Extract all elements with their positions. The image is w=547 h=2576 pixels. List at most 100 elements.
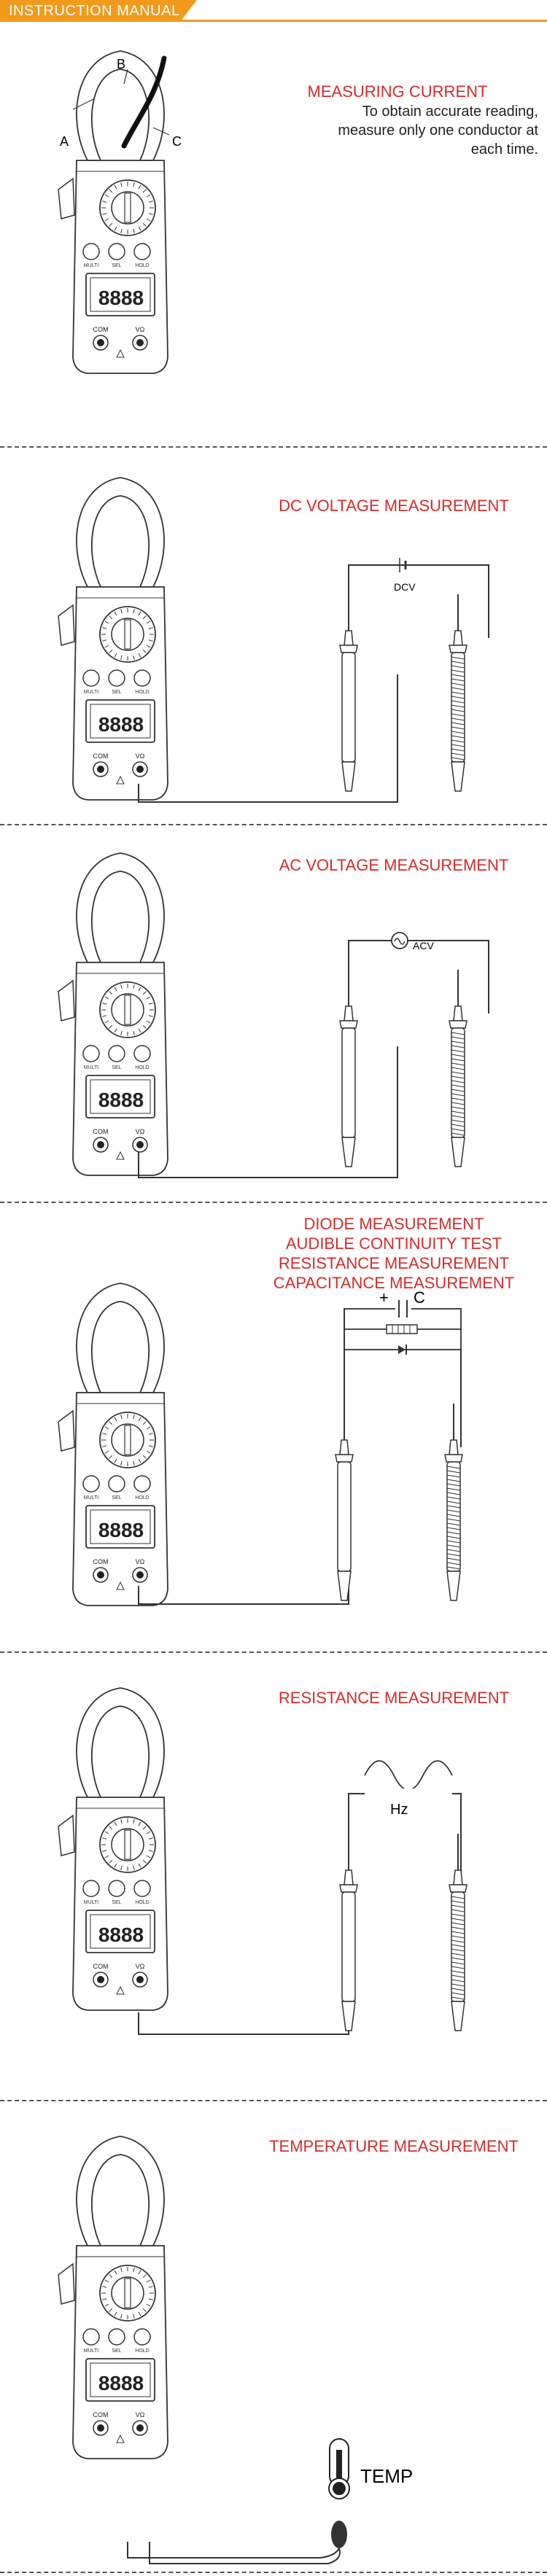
meter-button-label: HOLD: [135, 1900, 149, 1905]
meter-button-label: MULTI: [84, 1495, 99, 1501]
header-rule: [0, 20, 547, 22]
meter-button-label: HOLD: [135, 263, 149, 268]
header-tab: INSTRUCTION MANUAL: [0, 0, 197, 20]
section-divider: [0, 446, 547, 448]
meter-button: [108, 1475, 125, 1493]
meter-button-label: MULTI: [84, 1065, 99, 1070]
meter-button-label: SEL: [112, 1065, 121, 1070]
conductor-wire: [121, 55, 167, 149]
meter-button-label: HOLD: [135, 2349, 149, 2354]
section-title: MEASURING CURRENT: [307, 82, 488, 101]
meter-button-label: MULTI: [84, 2349, 99, 2354]
lcd-digits: 8888: [98, 1519, 144, 1541]
meter-button: [108, 243, 125, 260]
red-test-probe: [449, 1834, 468, 2031]
lcd-digits: 8888: [98, 1923, 144, 1946]
lcd-digits: 8888: [98, 2372, 144, 2394]
header-label: INSTRUCTION MANUAL: [9, 3, 180, 19]
waveform: [364, 1760, 453, 1791]
meter-button-label: SEL: [112, 1900, 121, 1905]
meter-button: [133, 243, 151, 260]
meter-button: [82, 2328, 100, 2346]
section-title-multi: DIODE MEASUREMENT AUDIBLE CONTINUITY TES…: [248, 1214, 540, 1293]
header-bar: INSTRUCTION MANUAL: [0, 0, 547, 22]
meter-button: [108, 669, 125, 687]
lcd-digits: 8888: [98, 1089, 144, 1111]
jack-label-v: VΩ: [136, 1558, 145, 1565]
section-divider: [0, 2100, 547, 2101]
component-label: ACV: [413, 940, 434, 952]
jack-label-com: COM: [93, 1558, 109, 1565]
section-title: AC VOLTAGE MEASUREMENT: [279, 856, 509, 874]
meter-button: [133, 2328, 151, 2346]
section-divider: [0, 1651, 547, 1653]
black-test-probe: [335, 1404, 354, 1601]
jack-label-com: COM: [93, 326, 109, 333]
label-b: B: [117, 57, 125, 71]
meter-button: [133, 1045, 151, 1062]
jack-label-v: VΩ: [136, 2411, 145, 2419]
jack-label-com: COM: [93, 752, 109, 760]
meter-button: [133, 1880, 151, 1897]
meter-button-label: MULTI: [84, 263, 99, 268]
title-line: AUDIBLE CONTINUITY TEST: [285, 1234, 503, 1253]
black-test-probe: [339, 594, 358, 792]
component-label: DCV: [394, 581, 416, 593]
jack-label-com: COM: [93, 2411, 109, 2419]
meter-button: [133, 669, 151, 687]
meter-button: [82, 1045, 100, 1062]
meter-button-label: MULTI: [84, 1900, 99, 1905]
title-line: RESISTANCE MEASUREMENT: [278, 1254, 510, 1272]
red-test-probe: [449, 970, 468, 1167]
meter-button: [82, 1880, 100, 1897]
section-divider: [0, 2572, 547, 2573]
meter-button: [133, 1475, 151, 1493]
note-line: measure only one conductor at: [338, 122, 538, 139]
black-test-probe: [339, 1834, 358, 2031]
component-label: TEMP: [360, 2465, 413, 2487]
black-test-probe: [339, 970, 358, 1167]
label-a: A: [60, 134, 69, 149]
jack-label-v: VΩ: [136, 752, 145, 760]
meter-button: [82, 243, 100, 260]
section-divider: [0, 824, 547, 825]
meter-button-label: HOLD: [135, 1065, 149, 1070]
lcd-digits: 8888: [98, 287, 144, 309]
note-line: To obtain accurate reading,: [362, 104, 538, 120]
meter-button-label: SEL: [112, 2349, 121, 2354]
meter-button: [82, 669, 100, 687]
meter-button-label: SEL: [112, 690, 121, 695]
jack-label-com: COM: [93, 1963, 109, 1970]
lcd-digits: 8888: [98, 713, 144, 736]
note-line: each time.: [470, 141, 538, 157]
meter-button: [108, 1045, 125, 1062]
red-test-probe: [449, 594, 468, 792]
jack-label-com: COM: [93, 1128, 109, 1135]
label-c: C: [172, 134, 182, 149]
meter-button-label: HOLD: [135, 690, 149, 695]
section-title: TEMPERATURE MEASUREMENT: [269, 2137, 519, 2155]
section-note: To obtain accurate reading, measure only…: [268, 102, 538, 159]
jack-label-v: VΩ: [136, 1128, 145, 1135]
meter-button-label: MULTI: [84, 690, 99, 695]
polarity-label: +: [379, 1288, 389, 1307]
jack-label-v: VΩ: [136, 1963, 145, 1970]
jack-label-v: VΩ: [136, 326, 145, 333]
meter-button: [82, 1475, 100, 1493]
meter-button-label: SEL: [112, 263, 121, 268]
